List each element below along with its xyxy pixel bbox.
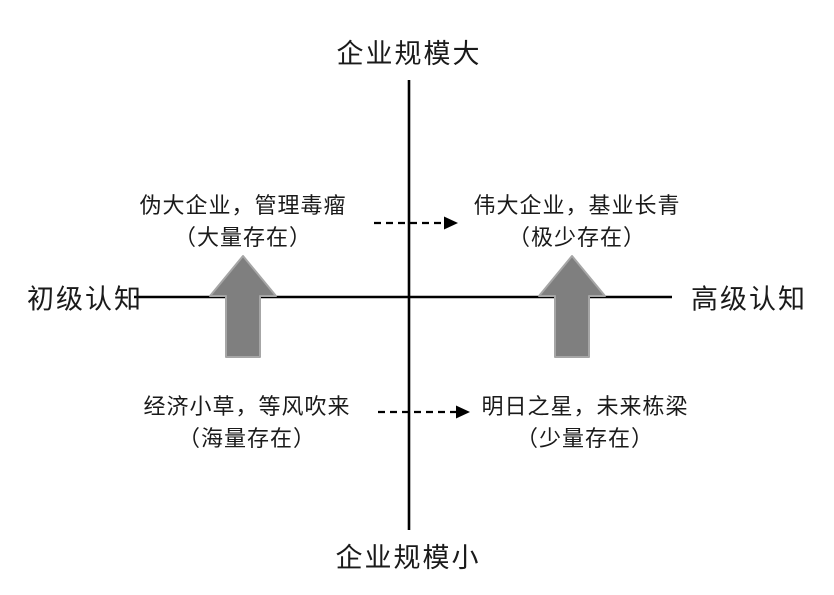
dashed-arrow-bottom-icon — [378, 405, 470, 419]
quadrant-bottom-right-note: （少量存在） — [515, 426, 655, 451]
quadrant-top-right: 伟大企业，基业长青 （极少存在） — [473, 190, 680, 254]
quadrant-top-left-title: 伪大企业，管理毒瘤 — [139, 193, 347, 218]
quadrant-top-left-note: （大量存在） — [173, 225, 313, 250]
quadrant-bottom-left-note: （海量存在） — [177, 426, 317, 451]
quadrant-bottom-right: 明日之星，未来栋梁 （少量存在） — [481, 391, 688, 455]
axis-label-left: 初级认知 — [27, 284, 143, 315]
quadrant-bottom-left-title: 经济小草，等风吹来 — [143, 394, 351, 419]
axis-label-right: 高级认知 — [691, 284, 807, 315]
up-block-arrow-right-icon — [538, 255, 606, 358]
up-block-arrow-left-icon — [209, 255, 277, 358]
quadrant-bottom-right-title: 明日之星，未来栋梁 — [481, 394, 689, 419]
axis-label-bottom: 企业规模小 — [335, 543, 481, 573]
quadrant-bottom-left: 经济小草，等风吹来 （海量存在） — [143, 391, 350, 455]
axis-label-top: 企业规模大 — [336, 39, 482, 69]
quadrant-top-left: 伪大企业，管理毒瘤 （大量存在） — [139, 190, 346, 254]
quadrant-top-right-note: （极少存在） — [507, 225, 647, 250]
dashed-arrow-top-icon — [374, 216, 458, 230]
quadrant-top-right-title: 伟大企业，基业长青 — [473, 193, 681, 218]
